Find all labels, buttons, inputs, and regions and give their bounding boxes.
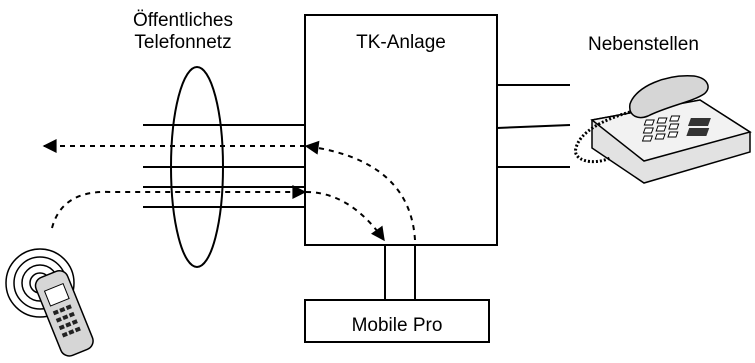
incoming-call-arrow <box>51 185 307 229</box>
pbx-to-mobilepro-arrow <box>305 191 385 242</box>
desk-phone-icon <box>574 75 752 184</box>
extension-lines <box>496 84 571 168</box>
extensions-label: Nebenstellen <box>588 34 699 55</box>
public-network-label-line2: Telefonnetz <box>134 32 232 53</box>
public-network-label-line1: Öffentliches <box>133 10 233 31</box>
mobile-pro-label: Mobile Pro <box>351 315 443 336</box>
public-network-lines <box>143 124 305 208</box>
pbx-box <box>304 14 498 246</box>
mobilepro-to-trunk-arrow <box>304 140 416 241</box>
mobile-pro-box <box>304 299 490 343</box>
public-network-label: Öffentliches Telefonnetz <box>108 10 258 54</box>
mobile-handset-icon <box>34 270 94 357</box>
public-network-ellipse <box>170 66 224 268</box>
pbx-label: TK-Anlage <box>356 32 446 53</box>
